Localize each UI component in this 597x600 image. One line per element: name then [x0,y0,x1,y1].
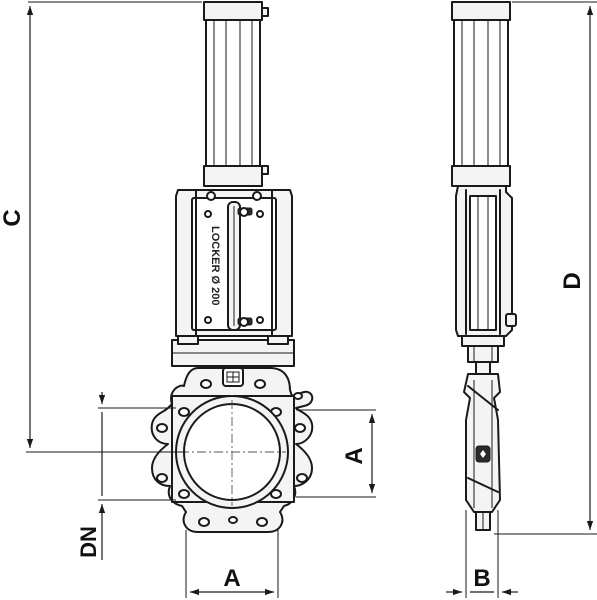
dimension-d: D [494,1,597,535]
front-view: LOCKER Ø 200 [150,1,314,533]
actuator-engraving: LOCKER Ø 200 [209,226,221,305]
side-yoke [455,185,517,337]
side-cylinder [451,1,511,187]
front-bolt-holes [156,379,308,527]
dimension-c-label: C [0,209,26,226]
dimension-b-label: B [473,565,490,592]
dimension-dn-label: DN [76,526,101,558]
front-yoke: LOCKER Ø 200 [175,189,293,337]
dimension-b: B [446,510,518,598]
dimension-dn: DN [76,392,176,560]
dimension-a-flange: A [296,409,376,498]
front-bore [175,395,289,509]
dimension-a-front: A [185,530,279,598]
front-cylinder [203,1,269,187]
side-valve-body [463,373,501,531]
front-gland [171,335,295,367]
front-logo-plate [222,367,244,387]
side-gland [461,335,505,375]
dimension-c: C [0,1,202,453]
side-view [451,1,517,531]
dimension-a-front-label: A [223,565,240,592]
dimension-d-label: D [559,272,586,289]
dimension-a-flange-label: A [341,447,368,464]
